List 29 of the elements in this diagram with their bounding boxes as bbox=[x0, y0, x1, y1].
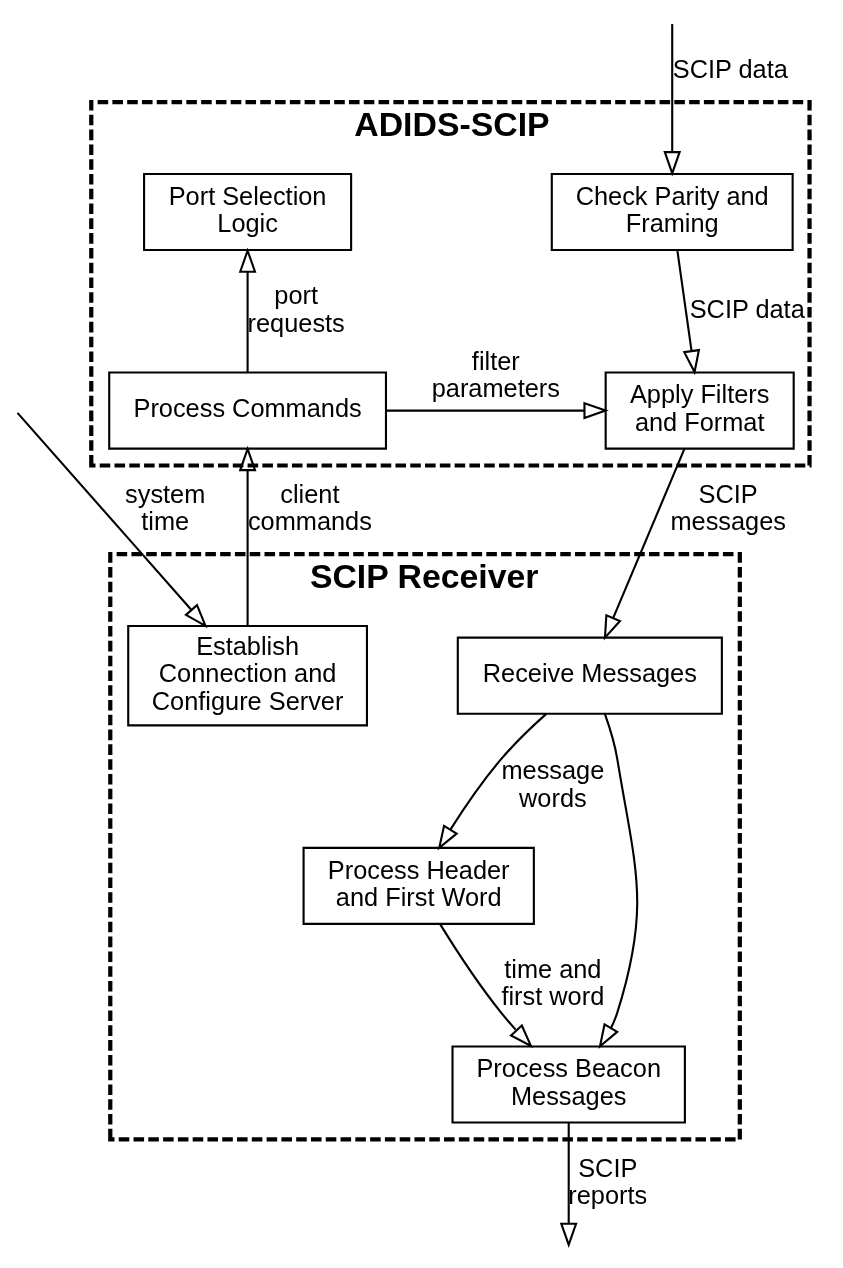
arrow bbox=[663, 23, 682, 176]
arrow bbox=[603, 448, 686, 641]
arrow bbox=[238, 246, 257, 372]
arrow bbox=[559, 1122, 578, 1248]
node-box: Process Beacon Messages bbox=[451, 1044, 686, 1124]
edge-label: time and first word bbox=[501, 954, 605, 1010]
node-box: Receive Messages bbox=[456, 636, 723, 715]
node-box: Port Selection Logic bbox=[143, 172, 353, 251]
edge-label: SCIP reports bbox=[568, 1153, 648, 1209]
node-box: Process Commands bbox=[108, 371, 388, 450]
node-box: Establish Connection and Configure Server bbox=[127, 624, 368, 726]
node-box: Check Parity and Framing bbox=[550, 172, 794, 251]
edge-label: message words bbox=[501, 755, 605, 812]
edge-label: SCIP data bbox=[689, 294, 805, 323]
edge-label: system time bbox=[125, 479, 206, 535]
node-box: Process Header and First Word bbox=[302, 846, 535, 925]
edge-label: port requests bbox=[247, 280, 345, 337]
arrow bbox=[16, 411, 208, 628]
arrow bbox=[676, 250, 701, 375]
edge-label: SCIP data bbox=[672, 54, 788, 83]
arrow bbox=[386, 401, 609, 419]
node-box: Apply Filters and Format bbox=[604, 371, 795, 450]
arrow bbox=[437, 712, 547, 850]
arrow bbox=[598, 713, 639, 1049]
arrow bbox=[238, 445, 257, 625]
edge-label: client commands bbox=[247, 479, 372, 535]
edge-label: filter parameters bbox=[431, 346, 560, 402]
arrow bbox=[439, 923, 534, 1048]
edge-label: SCIP messages bbox=[670, 479, 786, 535]
